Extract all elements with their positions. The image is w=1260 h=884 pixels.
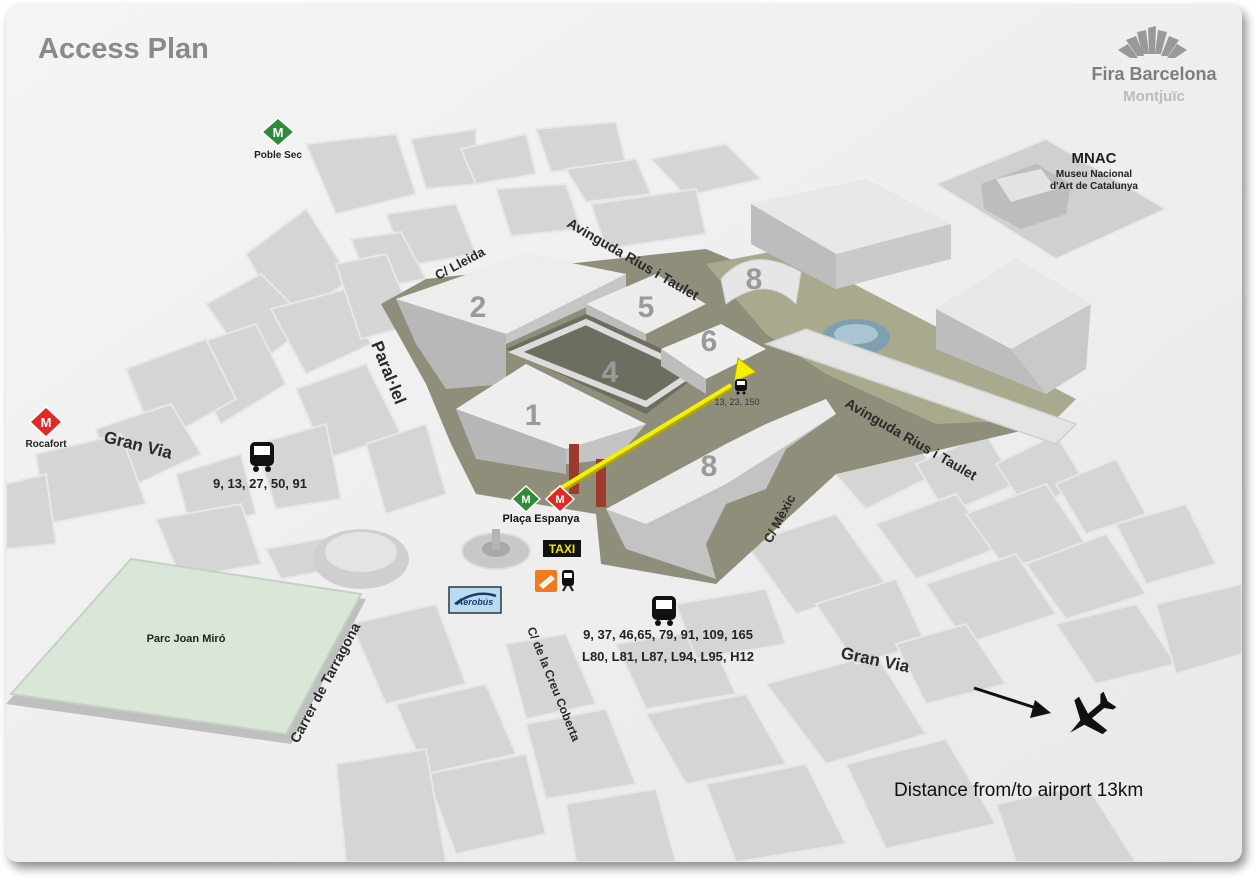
hall-5-label: 6 [701,325,718,358]
aerobus-icon [448,586,502,614]
aerobus-label: Aerobús [456,597,494,607]
taxi-stand[interactable]: TAXI [543,540,581,557]
train-icon [562,570,574,592]
park-label: Parc Joan Miró [147,633,226,645]
svg-text:M: M [273,125,284,140]
hall-2-label: 2 [470,291,487,324]
logo-sub: Montjuïc [1123,88,1185,105]
placa-espanya-roundabout [461,529,531,570]
fira-logo: Fira Barcelona Montjuïc [1091,26,1218,105]
bus-icon [250,442,274,472]
bus-stop-gran-via[interactable]: 9, 13, 27, 50, 91 [213,442,307,491]
metro-icon: M [544,484,576,514]
mnac-line2: d'Art de Catalunya [1050,181,1138,192]
hall-3-label: 4 [602,356,619,389]
bus-lines-small: 13, 23, 150 [714,397,759,407]
fira-halls [396,254,836,579]
metro-placa-espanya[interactable]: M M Plaça Espanya [502,484,580,525]
rius-taulet-avenue [763,328,1078,445]
bus-lines-bottom-2: L80, L81, L87, L94, L95, H12 [582,649,754,664]
taxi-label: TAXI [549,542,575,556]
mnac-title: MNAC [1072,150,1117,167]
placa-espanya-label: Plaça Espanya [502,513,580,525]
aerobus-stop[interactable]: Aerobús [448,586,502,614]
large-buildings [751,179,1091,394]
bus-icon [652,596,676,626]
svg-text:M: M [521,494,530,506]
metro-icon: M [28,405,64,439]
bus-stop-placa-espanya[interactable]: 9, 37, 46,65, 79, 91, 109, 165 L80, L81,… [582,596,754,664]
access-plan-map: Access Plan Fira Barcelona Montjuïc MNAC… [6,4,1242,862]
metro-icon: M [260,117,296,147]
bus-stop-rius-taulet[interactable]: 13, 23, 150 [714,379,760,407]
rodalies-station[interactable] [535,570,574,592]
map-frame: Access Plan Fira Barcelona Montjuïc MNAC… [6,4,1242,862]
metro-rocafort-label: Rocafort [25,439,67,450]
taxi-icon [543,540,581,557]
bus-lines-left: 9, 13, 27, 50, 91 [213,476,307,491]
hall-1-label: 1 [525,399,542,432]
metro-rocafort[interactable]: M Rocafort [25,405,67,450]
mnac-line1: Museu Nacional [1056,169,1132,180]
airplane-icon [1070,691,1117,735]
route-arrow [549,357,757,499]
bus-icon [735,379,747,395]
page-title: Access Plan [38,33,209,65]
bus-lines-bottom-1: 9, 37, 46,65, 79, 91, 109, 165 [583,627,753,642]
metro-poble-sec-label: Poble Sec [254,150,302,161]
fira-logo-icon [1118,26,1187,58]
svg-text:M: M [41,415,52,430]
airport-arrow [973,686,1051,718]
metro-poble-sec[interactable]: M Poble Sec [254,117,302,161]
airport-distance: Distance from/to airport 13km [894,780,1143,801]
metro-icon: M [510,484,542,514]
mnac-area [933,137,1169,261]
city-blocks [6,120,1242,862]
hall-6-label: 8 [746,263,763,296]
park-joan-miro [6,557,366,744]
hall-8-label: 8 [701,450,718,483]
logo-brand: Fira Barcelona [1091,64,1217,84]
hall-4-label: 5 [638,291,655,324]
svg-text:M: M [555,494,564,506]
arenas [313,529,409,589]
